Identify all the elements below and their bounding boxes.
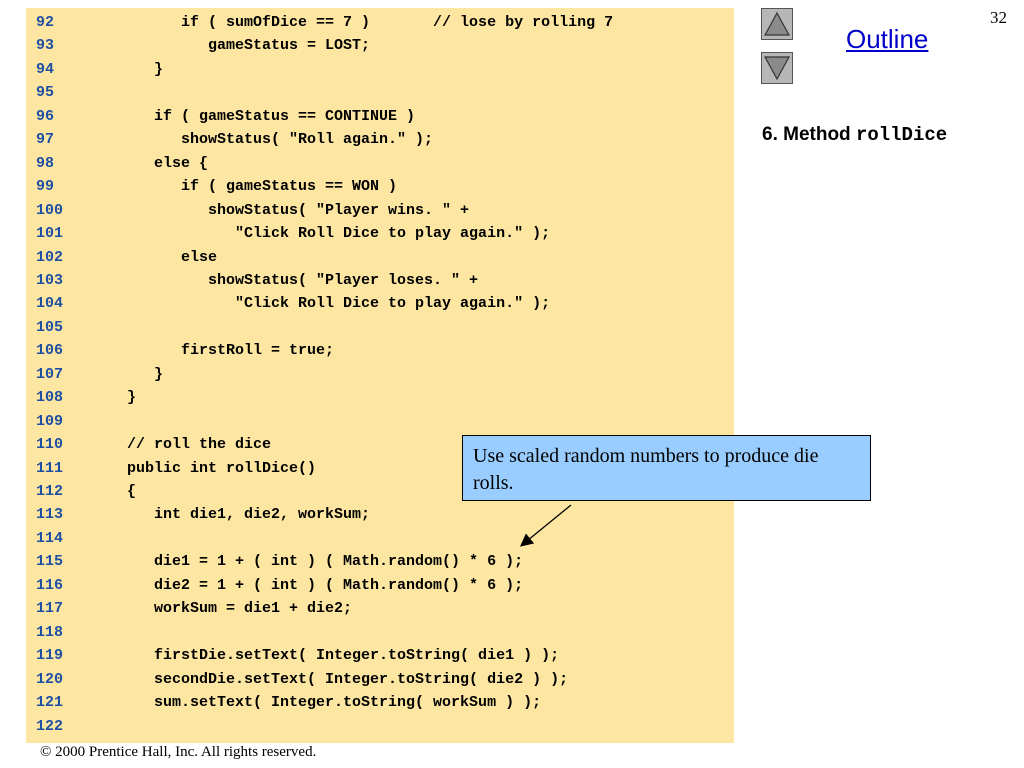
line-number: 107 (36, 365, 64, 383)
code-text: if ( gameStatus == CONTINUE ) (100, 107, 416, 125)
code-text: } (100, 60, 164, 78)
line-number: 119 (36, 647, 64, 665)
code-text: showStatus( "Roll again." ); (100, 131, 434, 149)
line-number: 94 (36, 60, 55, 78)
line-number: 98 (36, 154, 55, 172)
code-text: "Click Roll Dice to play again." ); (100, 295, 551, 313)
line-number: 101 (36, 225, 64, 243)
code-text: public int rollDice() (100, 459, 317, 477)
code-text: sum.setText( Integer.toString( workSum )… (100, 694, 542, 712)
code-text: else { (100, 154, 209, 172)
copyright-notice: © 2000 Prentice Hall, Inc. All rights re… (40, 744, 317, 760)
code-text: showStatus( "Player wins. " + (100, 201, 470, 219)
line-number: 110 (36, 436, 64, 454)
line-number: 121 (36, 694, 64, 712)
callout-box: Use scaled random numbers to produce die… (462, 435, 871, 501)
triangle-up-icon[interactable] (761, 8, 793, 40)
code-text: } (100, 365, 164, 383)
code-text: } (100, 389, 137, 407)
code-text: gameStatus = LOST; (100, 37, 371, 55)
line-number: 97 (36, 131, 55, 149)
code-text: firstRoll = true; (100, 342, 335, 360)
section-title-method: rollDice (855, 124, 948, 146)
line-number: 118 (36, 623, 64, 641)
line-number: 103 (36, 271, 64, 289)
line-number: 112 (36, 483, 64, 500)
code-text: die2 = 1 + ( int ) ( Math.random() * 6 )… (100, 576, 524, 594)
code-text: int die1, die2, workSum; (100, 506, 371, 524)
line-number: 106 (36, 342, 64, 360)
line-number: 115 (36, 553, 64, 571)
line-number: 116 (36, 576, 64, 594)
triangle-down-icon[interactable] (761, 52, 793, 84)
section-title: 6. Method rollDice (762, 124, 947, 146)
code-text: if ( gameStatus == WON ) (100, 178, 398, 196)
line-number: 100 (36, 201, 64, 219)
line-number: 104 (36, 295, 64, 313)
line-number: 99 (36, 178, 55, 196)
code-text: workSum = die1 + die2; (100, 600, 353, 618)
line-number: 105 (36, 318, 64, 336)
code-panel: 92 if ( sumOfDice == 7 ) // lose by roll… (26, 8, 734, 743)
line-number: 95 (36, 84, 55, 102)
line-number: 102 (36, 248, 64, 266)
section-title-prefix: 6. Method (762, 124, 856, 145)
line-number: 92 (36, 14, 55, 31)
code-text: secondDie.setText( Integer.toString( die… (100, 670, 569, 688)
outline-link[interactable]: Outline (846, 24, 929, 54)
code-text: else (100, 248, 218, 266)
code-text: "Click Roll Dice to play again." ); (100, 225, 551, 243)
line-number: 117 (36, 600, 64, 618)
line-number: 122 (36, 717, 64, 735)
code-text: die1 = 1 + ( int ) ( Math.random() * 6 )… (100, 553, 524, 571)
code-text: if ( sumOfDice == 7 ) // lose by rolling… (100, 14, 614, 31)
code-text: { (100, 483, 137, 500)
line-number: 113 (36, 506, 64, 524)
line-number: 108 (36, 389, 64, 407)
line-number: 93 (36, 37, 55, 55)
page-number: 32 (990, 8, 1007, 27)
line-number: 114 (36, 529, 64, 547)
code-text: showStatus( "Player loses. " + (100, 271, 479, 289)
line-number: 120 (36, 670, 64, 688)
line-number: 109 (36, 412, 64, 430)
line-number: 111 (36, 459, 64, 477)
line-number: 96 (36, 107, 55, 125)
code-text: firstDie.setText( Integer.toString( die1… (100, 647, 560, 665)
code-text: // roll the dice (100, 436, 272, 454)
